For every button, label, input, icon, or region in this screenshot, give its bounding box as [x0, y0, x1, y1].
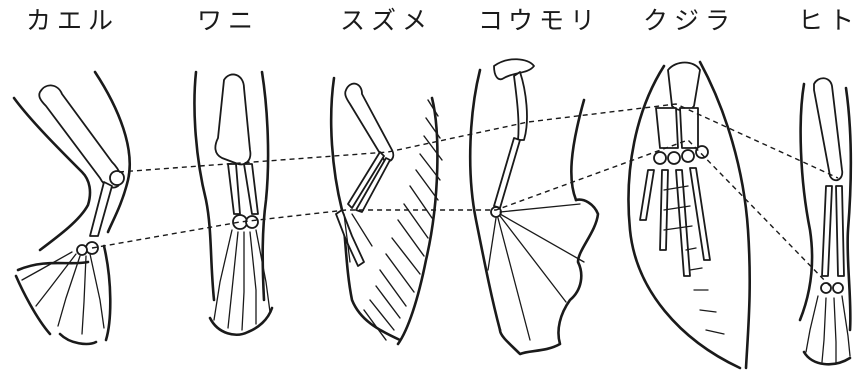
bat-wing [470, 59, 598, 354]
crocodile-limb [194, 72, 272, 335]
frog-limb [14, 72, 130, 344]
sparrow-wing [331, 78, 442, 344]
human-arm [800, 78, 851, 364]
